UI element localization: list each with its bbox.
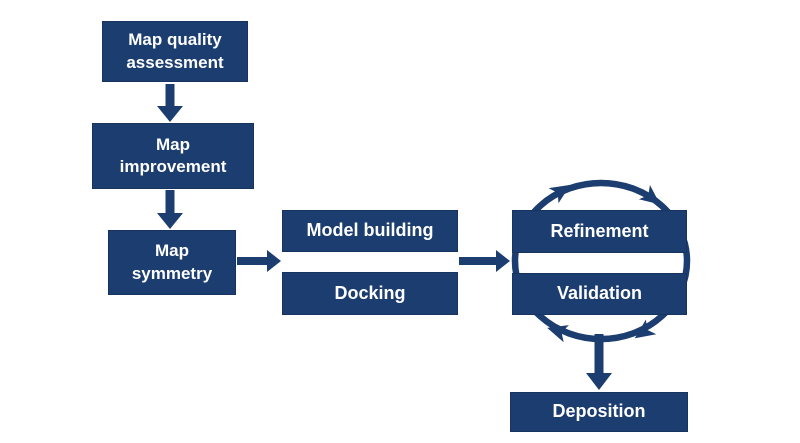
cycle-arrowhead-bottom-right-icon bbox=[634, 319, 657, 339]
cycle-arrowhead-top-left-icon bbox=[548, 184, 571, 204]
node-map-symmetry: Map symmetry bbox=[108, 230, 236, 295]
cycle-arrowhead-bottom-left-icon bbox=[547, 325, 569, 343]
node-model-building-label: Model building bbox=[306, 220, 434, 241]
node-map-symmetry-label: Map symmetry bbox=[131, 241, 213, 283]
arrow-map-improvement-to-map-symmetry bbox=[157, 190, 183, 229]
node-validation-label: Validation bbox=[556, 283, 643, 304]
node-map-quality-assessment: Map quality assessment bbox=[102, 21, 248, 82]
arrow-map-symmetry-to-model-building-docking bbox=[237, 250, 281, 272]
node-deposition: Deposition bbox=[510, 392, 688, 432]
node-docking: Docking bbox=[282, 272, 458, 315]
arrow-cycle-to-deposition bbox=[586, 334, 612, 390]
node-validation: Validation bbox=[512, 273, 687, 315]
node-model-building: Model building bbox=[282, 210, 458, 252]
arrow-map-quality-to-map-improvement bbox=[157, 84, 183, 122]
node-map-improvement-label: Map improvement bbox=[119, 134, 227, 176]
node-refinement-label: Refinement bbox=[550, 220, 649, 241]
node-refinement: Refinement bbox=[512, 210, 687, 253]
refinement-validation-cycle-ellipse bbox=[511, 179, 691, 343]
node-map-improvement: Map improvement bbox=[92, 123, 254, 189]
node-docking-label: Docking bbox=[334, 282, 406, 303]
arrow-model-building-docking-to-refinement-validation bbox=[459, 250, 510, 272]
cycle-arrowhead-top-right-icon bbox=[638, 185, 661, 205]
node-map-quality-assessment-label: Map quality assessment bbox=[126, 30, 224, 72]
node-deposition-label: Deposition bbox=[552, 401, 646, 422]
